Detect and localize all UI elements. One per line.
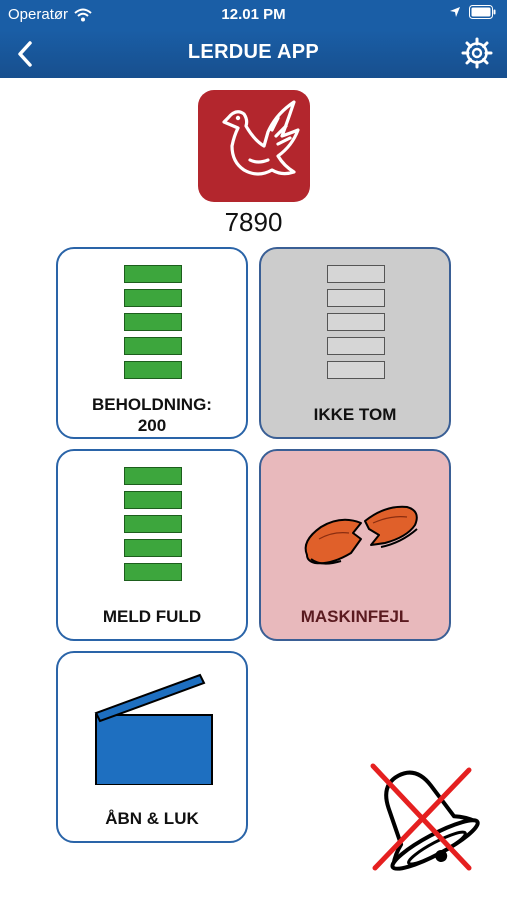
location-arrow-icon xyxy=(450,7,460,17)
app-logo xyxy=(198,90,310,202)
nav-bar: LERDUE APP xyxy=(0,30,507,78)
abn-luk-label: ÅBN & LUK xyxy=(105,809,199,828)
meld-fuld-label: MELD FULD xyxy=(102,607,202,626)
empty-bars-icon xyxy=(327,265,385,385)
inventory-bars-icon xyxy=(124,265,182,385)
wifi-icon xyxy=(74,8,92,21)
carrier-name: Operatør xyxy=(8,6,69,23)
abn-luk-tile[interactable]: ÅBN & LUK xyxy=(56,651,248,843)
ikke-tom-label: IKKE TOM xyxy=(313,405,397,424)
beholdning-label: BEHOLDNING: xyxy=(92,395,212,414)
maskinfejl-tile[interactable]: MASKINFEJL xyxy=(259,449,451,641)
ikke-tom-tile[interactable]: IKKE TOM xyxy=(259,247,451,439)
status-bar: Operatør 12.01 PM xyxy=(0,0,507,30)
maskinfejl-label: MASKINFEJL xyxy=(300,607,410,626)
meld-fuld-tile[interactable]: MELD FULD xyxy=(56,449,248,641)
full-bars-icon xyxy=(124,467,182,587)
gear-icon[interactable] xyxy=(459,35,495,71)
battery-icon xyxy=(469,5,496,19)
chevron-left-icon[interactable] xyxy=(10,36,46,72)
beholdning-tile[interactable]: BEHOLDNING: 200 xyxy=(56,247,248,439)
device-number: 7890 xyxy=(224,207,283,237)
dove-icon xyxy=(222,100,300,176)
page-title: LERDUE APP xyxy=(187,41,320,63)
open-box-icon xyxy=(94,673,213,785)
status-time: 12.01 PM xyxy=(221,6,286,23)
beholdning-count: 200 xyxy=(137,416,167,435)
broken-clay-pigeon-icon xyxy=(304,505,418,565)
bell-muted-icon[interactable] xyxy=(361,760,481,875)
